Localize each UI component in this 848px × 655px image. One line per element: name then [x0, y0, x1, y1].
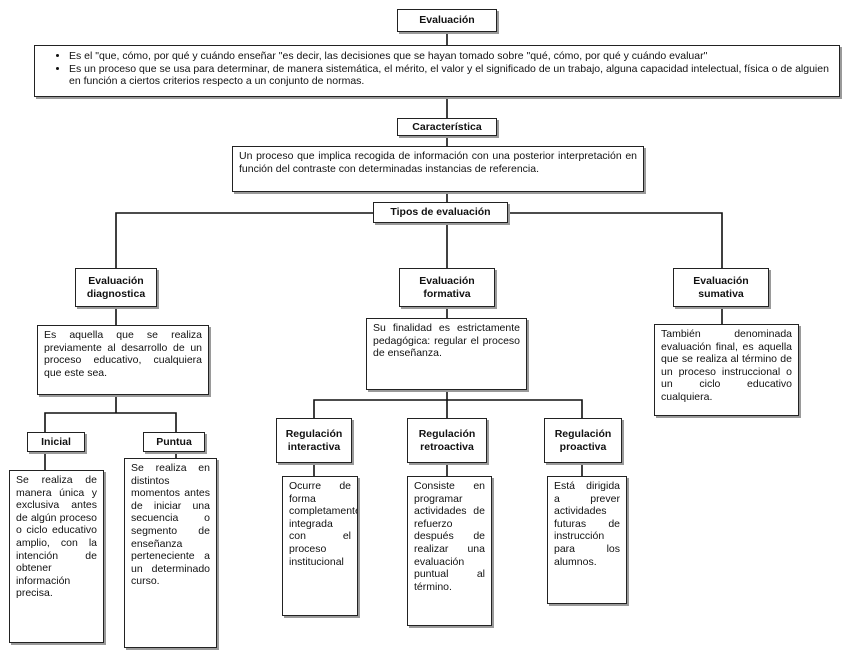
- characteristic-node: Característica: [397, 118, 497, 136]
- interactiva-text-box: Ocurre de forma completamente integrada …: [282, 476, 358, 616]
- interactiva-text: Ocurre de forma completamente integrada …: [289, 480, 358, 568]
- puntua-title: Puntua: [156, 435, 192, 448]
- characteristic-title: Característica: [412, 120, 482, 133]
- retroactiva-title: Regulación retroactiva: [418, 427, 476, 453]
- retroactiva-text: Consiste en programar actividades de ref…: [414, 480, 485, 593]
- types-title: Tipos de evaluación: [390, 206, 491, 219]
- puntua-text: Se realiza en distintos momentos antes d…: [131, 462, 210, 588]
- definition-item: Es un proceso que se usa para determinar…: [69, 63, 833, 88]
- sumativa-text: También denominada evaluación final, es …: [661, 328, 792, 403]
- formativa-text: Su finalidad es estrictamente pedagógica…: [373, 322, 520, 360]
- retroactiva-text-box: Consiste en programar actividades de ref…: [407, 476, 492, 626]
- diagnostica-node: Evaluación diagnostica: [75, 268, 157, 307]
- definition-box: Es el "que, cómo, por qué y cuándo enseñ…: [34, 45, 840, 97]
- proactiva-text: Está dirigida a prever actividades futur…: [554, 480, 620, 568]
- proactiva-node: Regulación proactiva: [544, 418, 622, 463]
- sumativa-text-box: También denominada evaluación final, es …: [654, 324, 799, 416]
- inicial-text: Se realiza de manera única y exclusiva a…: [16, 474, 97, 600]
- inicial-node: Inicial: [27, 432, 85, 452]
- characteristic-text: Un proceso que implica recogida de infor…: [239, 150, 637, 175]
- sumativa-node: Evaluación sumativa: [673, 268, 769, 307]
- definition-list: Es el "que, cómo, por qué y cuándo enseñ…: [47, 50, 833, 88]
- formativa-text-box: Su finalidad es estrictamente pedagógica…: [366, 318, 527, 390]
- retroactiva-node: Regulación retroactiva: [407, 418, 487, 463]
- interactiva-title: Regulación interactiva: [285, 427, 343, 453]
- proactiva-title: Regulación proactiva: [554, 427, 612, 453]
- sumativa-title: Evaluación sumativa: [693, 274, 749, 300]
- definition-item: Es el "que, cómo, por qué y cuándo enseñ…: [69, 50, 833, 63]
- puntua-node: Puntua: [143, 432, 205, 452]
- types-node: Tipos de evaluación: [373, 202, 508, 223]
- inicial-text-box: Se realiza de manera única y exclusiva a…: [9, 470, 104, 643]
- inicial-title: Inicial: [41, 435, 71, 448]
- root-title: Evaluación: [419, 14, 475, 27]
- puntua-text-box: Se realiza en distintos momentos antes d…: [124, 458, 217, 648]
- root-node: Evaluación: [397, 9, 497, 32]
- interactiva-node: Regulación interactiva: [276, 418, 352, 463]
- characteristic-text-box: Un proceso que implica recogida de infor…: [232, 146, 644, 192]
- diagnostica-text-box: Es aquella que se realiza previamente al…: [37, 325, 209, 395]
- formativa-node: Evaluación formativa: [399, 268, 495, 307]
- diagnostica-text: Es aquella que se realiza previamente al…: [44, 329, 202, 379]
- diagnostica-title: Evaluación diagnostica: [86, 274, 146, 300]
- proactiva-text-box: Está dirigida a prever actividades futur…: [547, 476, 627, 604]
- formativa-title: Evaluación formativa: [419, 274, 475, 300]
